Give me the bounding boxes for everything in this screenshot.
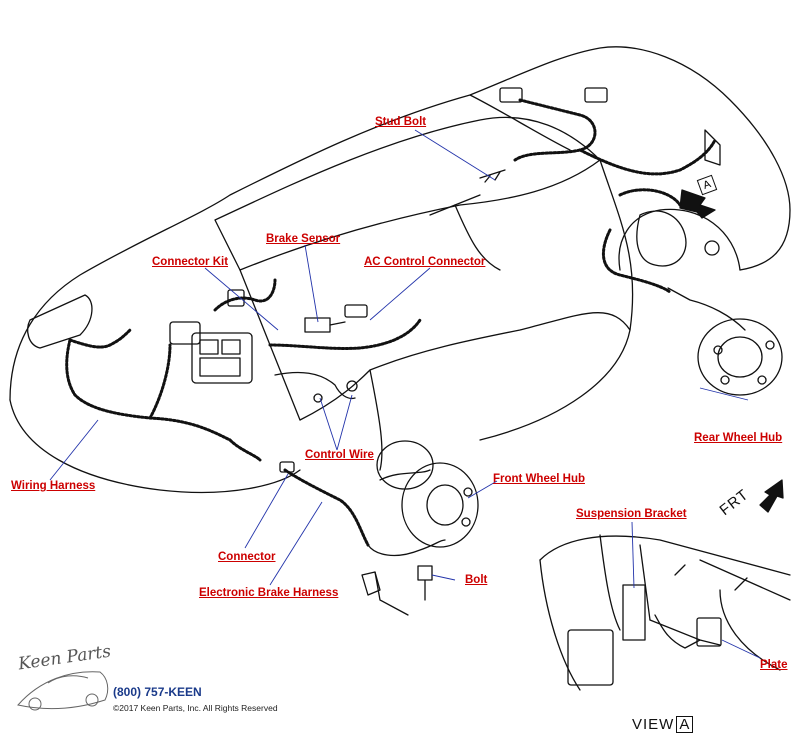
car-body-outline — [9, 46, 791, 401]
rear-wheel-hub-part — [697, 318, 783, 396]
car-lower-outline — [9, 399, 301, 494]
logo-car-sketch — [17, 671, 109, 711]
frt-arrow — [759, 479, 784, 513]
electronic-brake-harness-label[interactable]: Electronic Brake Harness — [199, 587, 339, 599]
stud-bolt-label[interactable]: Stud Bolt — [375, 116, 427, 128]
view-prefix: VIEW — [632, 716, 675, 733]
suspension-bracket-part — [622, 584, 646, 641]
bolt-label[interactable]: Bolt — [465, 574, 488, 586]
plate-label[interactable]: Plate — [760, 659, 788, 671]
connector-label[interactable]: Connector — [218, 551, 276, 563]
side-panel — [299, 312, 631, 421]
front-wheel-hub-part — [401, 462, 479, 548]
view-letter: A — [676, 716, 694, 733]
view-a-arrow — [679, 189, 716, 219]
copyright-text: ©2017 Keen Parts, Inc. All Rights Reserv… — [113, 703, 278, 713]
rear-fender-curve — [618, 208, 741, 271]
ac-control-connector-part — [344, 304, 368, 318]
phone-number[interactable]: (800) 757-KEEN — [113, 685, 202, 699]
control-wire-part — [274, 371, 356, 400]
connector-kit-label[interactable]: Connector Kit — [152, 256, 229, 268]
view-a-detail — [539, 535, 791, 576]
brake-sensor-label[interactable]: Brake Sensor — [266, 233, 341, 245]
electronic-brake-harness-part — [283, 468, 370, 547]
bolt-part — [417, 565, 433, 601]
rear-wheel-hub-label[interactable]: Rear Wheel Hub — [694, 432, 783, 444]
connector-part — [279, 461, 295, 473]
wiring-harness-line — [65, 338, 232, 442]
control-wire-label[interactable]: Control Wire — [305, 449, 374, 461]
front-wheel-hub-label[interactable]: Front Wheel Hub — [493, 473, 585, 485]
stud-bolt-part — [479, 169, 506, 183]
windshield — [214, 116, 601, 271]
suspension-bracket-label[interactable]: Suspension Bracket — [576, 508, 687, 520]
bracket-part — [361, 571, 381, 596]
abs-module — [191, 332, 253, 384]
plate-part — [696, 617, 722, 647]
connector-kit-part — [227, 289, 245, 307]
headlight — [27, 294, 93, 349]
wiring-harness-label[interactable]: Wiring Harness — [11, 480, 96, 492]
brake-sensor-part — [304, 317, 331, 333]
ac-control-connector-label[interactable]: AC Control Connector — [364, 256, 486, 268]
